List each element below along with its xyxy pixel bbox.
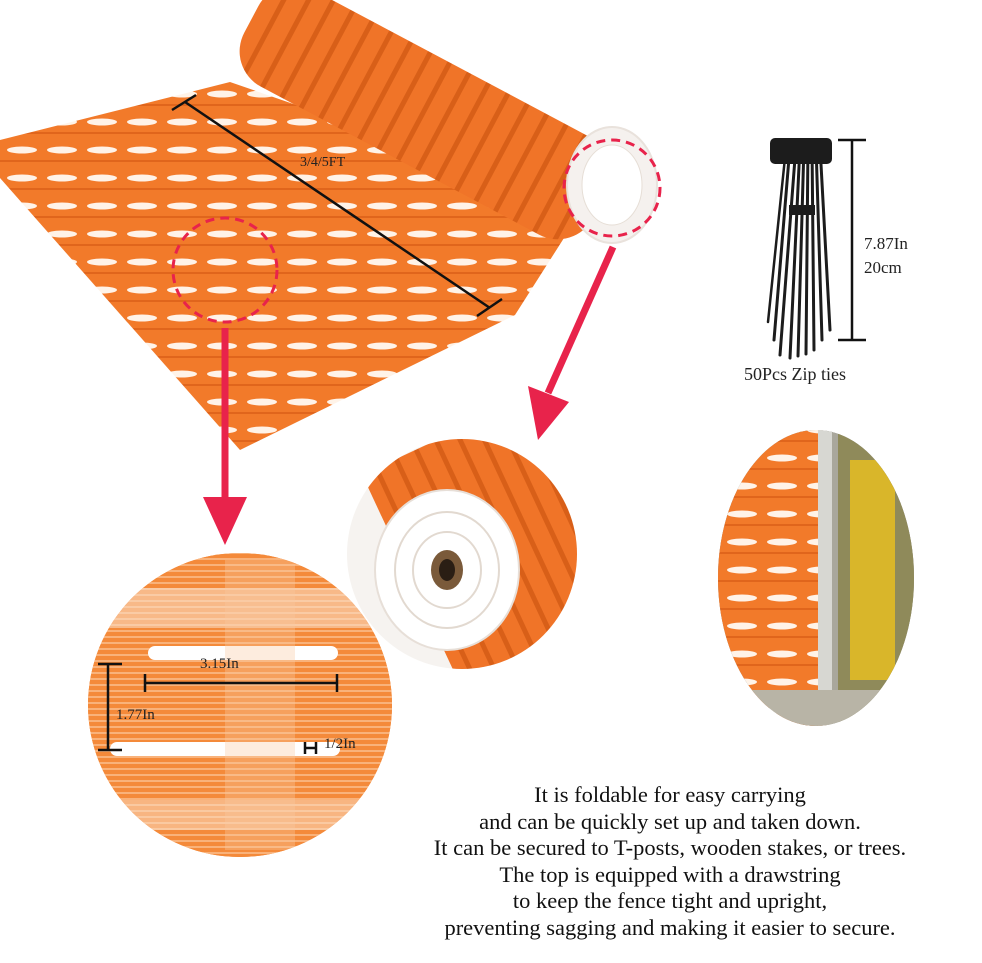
installed-fence-photo: [718, 430, 914, 726]
mesh-closeup-image: [88, 553, 392, 857]
strip-gap-label: 1/2In: [324, 736, 356, 752]
description-line: The top is equipped with a drawstring: [499, 861, 841, 887]
mesh-dimension-lines: [98, 662, 339, 754]
zip-ties-image: [766, 138, 832, 360]
description-line: It is foldable for easy carrying: [534, 782, 806, 807]
mesh-callout-circle: [171, 216, 279, 324]
description-line: and can be quickly set up and taken down…: [479, 808, 861, 834]
arrow-to-closeup: [203, 328, 247, 545]
description-line: to keep the fence tight and upright,: [512, 888, 828, 913]
zip-tie-length-inches: 7.87In: [864, 234, 908, 253]
zip-tie-length-cm: 20cm: [864, 258, 902, 277]
description-line: preventing sagging and making it easier …: [444, 914, 896, 940]
zip-tie-length-line: [838, 138, 866, 342]
description-line: It can be secured to T-posts, wooden sta…: [433, 835, 907, 860]
core-callout-circle: [562, 138, 662, 238]
arrow-to-roll-core: [528, 245, 617, 440]
mesh-height-label: 1.77In: [116, 707, 155, 723]
fence-roll-image: [0, 0, 658, 450]
length-dimension-line: [171, 93, 503, 318]
roll-core-image: [347, 439, 577, 669]
zip-ties-caption: 50Pcs Zip ties: [744, 364, 846, 384]
fence-length-label: 3/4/5FT: [300, 155, 346, 170]
opening-width-label: 3.15In: [200, 656, 239, 672]
product-description: It is foldable for easy carrying and can…: [350, 782, 982, 941]
